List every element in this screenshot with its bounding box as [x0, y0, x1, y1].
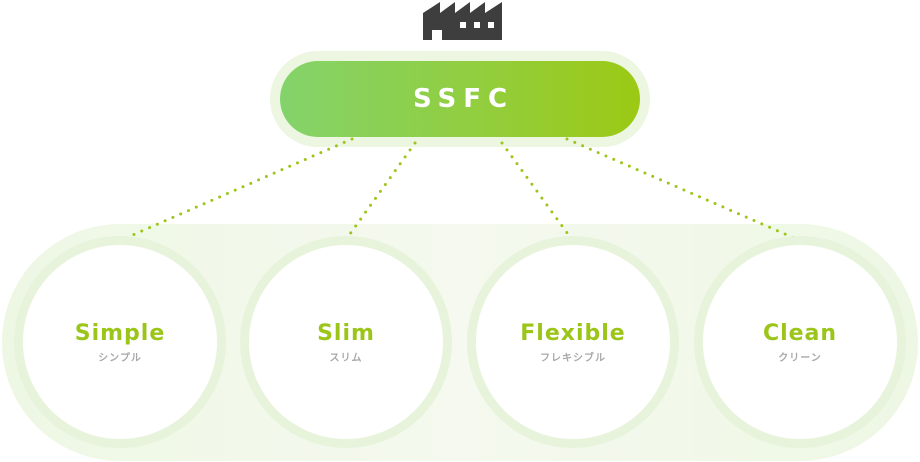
- concept-circle: Clean クリーン: [703, 245, 897, 439]
- connector-line-flexible: [500, 141, 575, 243]
- connector-line-clean: [565, 137, 803, 243]
- concept-title: Flexible: [520, 320, 626, 346]
- concept-circle: Flexible フレキシブル: [476, 245, 670, 439]
- concept-subtitle: スリム: [329, 352, 363, 364]
- concept-subtitle: クリーン: [778, 352, 822, 364]
- concept-circle: Simple シンプル: [23, 245, 217, 439]
- concept-subtitle: シンプル: [98, 352, 142, 364]
- ssfc-pill: SSFC: [280, 61, 640, 137]
- concept-flexible: Flexible フレキシブル: [467, 236, 679, 448]
- ssfc-label: SSFC: [412, 84, 515, 114]
- concept-clean: Clean クリーン: [694, 236, 906, 448]
- concept-subtitle: フレキシブル: [540, 352, 606, 364]
- concept-simple: Simple シンプル: [14, 236, 226, 448]
- concept-slim: Slim スリム: [240, 236, 452, 448]
- concept-title: Slim: [317, 320, 375, 346]
- factory-icon: [423, 2, 502, 40]
- concept-title: Simple: [74, 320, 166, 346]
- concept-title: Clean: [762, 320, 838, 346]
- connector-line-slim: [343, 141, 417, 243]
- connector-line-simple: [117, 137, 354, 243]
- concept-circle: Slim スリム: [249, 245, 443, 439]
